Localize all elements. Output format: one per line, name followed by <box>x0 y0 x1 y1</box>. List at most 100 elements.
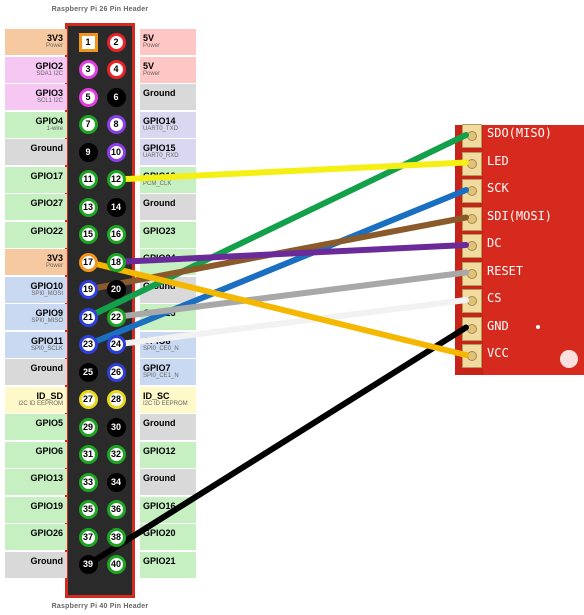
left-pin-label: Ground <box>5 359 67 385</box>
left-pin-label: GPIO22 <box>5 221 67 248</box>
pin-function-detail: SPI0_CE0_N <box>143 345 179 352</box>
solder-pad-icon <box>467 351 477 361</box>
header-pin-27: 27 <box>78 390 98 409</box>
left-pin-label: GPIO27 <box>5 194 67 220</box>
header-pin-16: 16 <box>106 225 126 244</box>
header-pin-38: 38 <box>106 527 126 547</box>
module-marker-icon <box>536 325 540 329</box>
pin-function-name: GPIO7 <box>143 363 171 373</box>
header-pin-6: 6 <box>106 87 126 107</box>
left-pin-label: Ground <box>5 551 67 578</box>
header-pin-23: 23 <box>78 335 98 354</box>
pin-function-name: Ground <box>143 418 176 428</box>
header-pin-14: 14 <box>106 197 126 217</box>
pin-function-name: GPIO18 <box>143 170 176 181</box>
right-pin-label: GPIO20 <box>140 524 196 550</box>
left-pin-label: GPIO5 <box>5 414 67 440</box>
solder-pad-icon <box>467 186 477 196</box>
header-pin-40: 40 <box>106 555 126 574</box>
pin-row: GPIO19 GPIO16 <box>0 496 200 523</box>
pin-row: Ground GPIO21 <box>0 551 200 578</box>
module-connector-pin <box>462 124 482 148</box>
header-pin-11: 11 <box>78 170 98 189</box>
header-pin-29: 29 <box>78 417 98 437</box>
pin-function-name: GPIO17 <box>30 170 63 181</box>
right-pin-label: GPIO21 <box>140 551 196 578</box>
module-pin-label: VCC <box>487 346 509 360</box>
pin-function-detail: SPI0_CE1_N <box>143 373 179 379</box>
module-pin-label: SDI(MOSI) <box>487 208 553 223</box>
solder-pad-icon <box>467 213 477 224</box>
module-connector-pin <box>462 261 482 286</box>
header-pin-35: 35 <box>78 500 98 519</box>
pin-function-name: Ground <box>30 555 64 566</box>
pin-function-name: Ground <box>143 88 176 98</box>
pin-function-detail: SDA1 I2C <box>36 70 63 77</box>
pin-function-name: GPIO9 <box>35 308 63 318</box>
pin-function-name: GPIO20 <box>143 528 176 538</box>
pin-function-name: 3V3 <box>46 33 63 43</box>
module-connector-pin <box>462 316 482 341</box>
pin-function-detail: SPI0_MISO <box>31 318 63 324</box>
pin-function-detail: I2C ID EEPROM <box>18 400 63 407</box>
pin-function-detail: UART0_TXD <box>143 125 178 132</box>
solder-pad-icon <box>467 131 477 141</box>
module-pin-label: SDO(MISO) <box>487 126 553 140</box>
module-connector-pin <box>462 289 482 313</box>
header-pin-7: 7 <box>78 115 98 134</box>
header-pin-34: 34 <box>106 472 126 492</box>
header-pin-21: 21 <box>78 307 98 327</box>
pin-function-name: GPIO21 <box>143 555 176 566</box>
pin-function-name: GPIO4 <box>35 115 63 126</box>
header-pin-18: 18 <box>106 252 126 272</box>
pin-function-detail: PCM_CLK <box>143 180 172 187</box>
module-pin-label: RESET <box>487 263 524 278</box>
module-pin-label: SCK <box>487 181 509 195</box>
module-connector-pin <box>462 344 482 368</box>
header-pin-4: 4 <box>106 60 126 79</box>
pin-function-name: Ground <box>143 198 176 208</box>
pin-function-name: GPIO24 <box>143 253 176 263</box>
solder-pad-icon <box>467 158 477 169</box>
right-pin-label: GPIO16 <box>140 496 196 523</box>
pin-function-name: GPIO5 <box>35 418 63 428</box>
pin-function-name: GPIO27 <box>30 198 63 208</box>
pin-function-name: Ground <box>143 473 176 483</box>
left-pin-label: GPIO19 <box>5 496 67 523</box>
module-connector-pin <box>462 151 482 176</box>
pin-function-detail: SPI0_MOSI <box>31 290 63 297</box>
header-pin-25: 25 <box>78 362 98 382</box>
header-pin-1: 1 <box>78 32 98 52</box>
module-connector-pin <box>462 179 482 203</box>
mounting-hole-icon <box>560 350 578 368</box>
module-connector-pin <box>462 206 482 231</box>
pin-function-name: 5V <box>143 33 155 43</box>
pin-function-detail: Power <box>45 263 63 269</box>
pin-function-name: GPIO22 <box>30 225 63 236</box>
solder-pad-icon <box>467 241 477 251</box>
right-pin-label: Ground <box>140 194 196 220</box>
pin-function-detail: Power <box>143 70 161 77</box>
pin-function-name: GPIO15 <box>143 143 176 153</box>
header-pin-36: 36 <box>106 500 126 519</box>
header-pin-19: 19 <box>78 280 98 299</box>
pin-function-name: GPIO2 <box>35 60 63 71</box>
header-pin-31: 31 <box>78 445 98 464</box>
header-pin-17: 17 <box>78 252 98 272</box>
pin-function-detail: Power <box>45 43 63 49</box>
